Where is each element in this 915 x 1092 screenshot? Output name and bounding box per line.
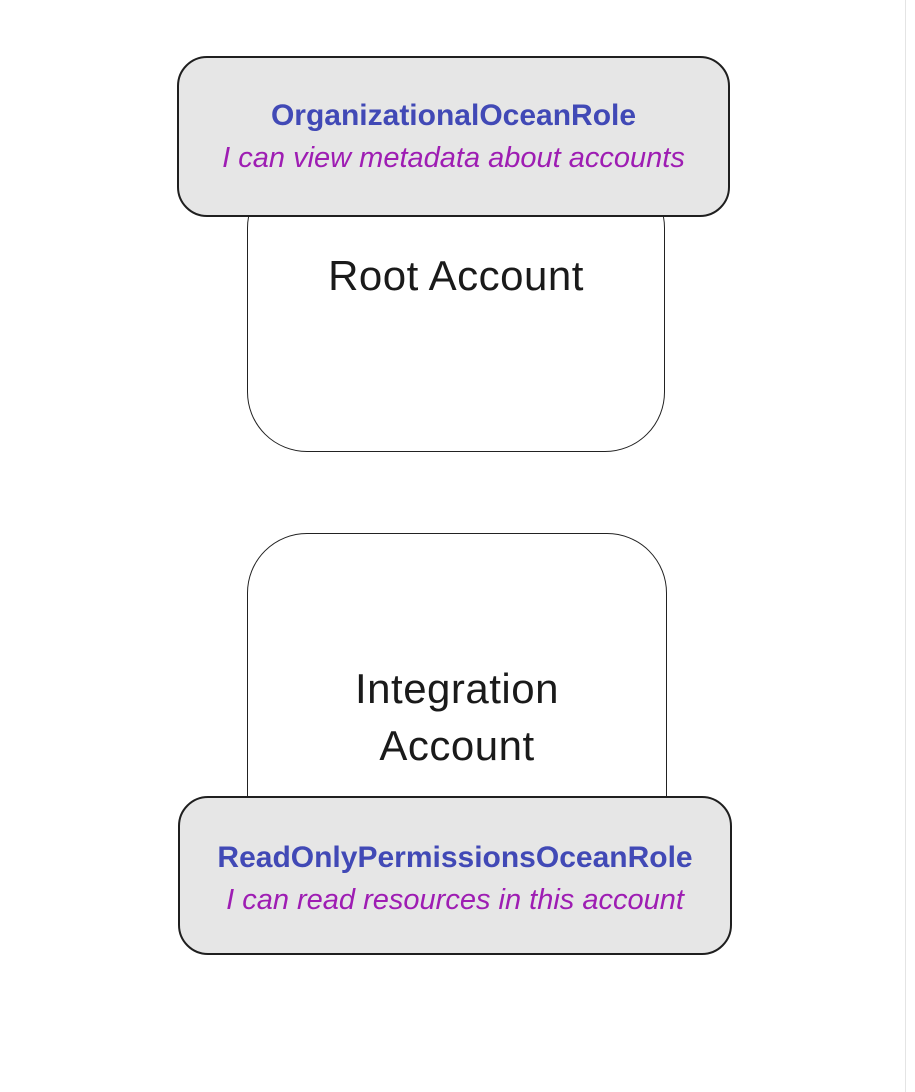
page-right-border [905,0,906,1092]
root-account-label: Root Account [328,252,584,299]
role-description-label: I can view metadata about accounts [222,141,685,174]
integration-account-label: Integration Account [355,665,559,769]
role-name-label: OrganizationalOceanRole [270,98,637,132]
role-badge-organizational-ocean-role: OrganizationalOceanRole I can view metad… [177,56,730,217]
role-name-label: ReadOnlyPermissionsOceanRole [217,840,693,874]
role-description-label: I can read resources in this account [226,883,684,916]
role-badge-readonly-permissions-ocean-role: ReadOnlyPermissionsOceanRole I can read … [178,796,732,955]
